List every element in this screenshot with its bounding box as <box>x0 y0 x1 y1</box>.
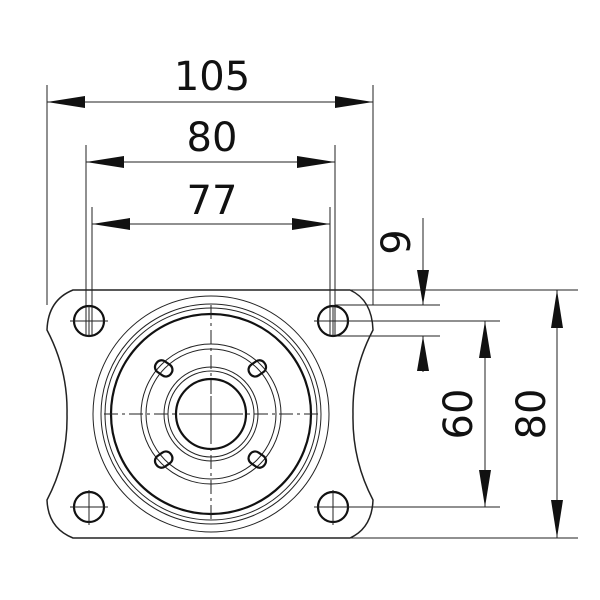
extension-lines <box>46 85 578 539</box>
plate-outline <box>46 289 374 539</box>
dimension-label-60: 60 <box>436 389 482 440</box>
dimension-label-80-horizontal: 80 <box>187 115 238 161</box>
dimension-hole-spacing-outer: 80 <box>86 115 335 168</box>
dimension-label-9: 9 <box>374 229 420 254</box>
dimension-overall-height: 80 <box>509 290 563 538</box>
rivet-slots <box>153 359 268 469</box>
mounting-holes <box>70 304 352 525</box>
dimension-hole-spacing-inner: 77 <box>92 178 330 230</box>
swivel-bearing <box>92 295 330 533</box>
dimension-hole-diameter: 9 <box>374 218 429 372</box>
dimension-overall-width: 105 <box>47 54 373 108</box>
dimension-label-77: 77 <box>187 178 238 224</box>
dimension-hole-spacing-vertical: 60 <box>436 321 491 507</box>
dimension-label-105: 105 <box>174 54 250 100</box>
dimension-label-80-vertical: 80 <box>509 389 555 440</box>
